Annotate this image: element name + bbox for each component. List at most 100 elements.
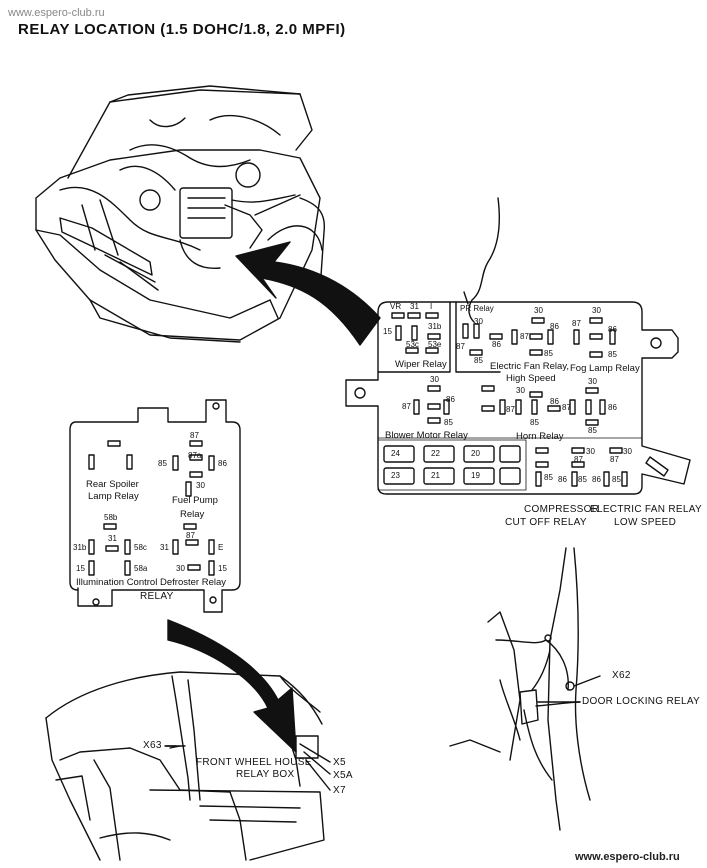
pin-label: I: [430, 302, 433, 311]
blower-motor-relay-label: Blower Motor Relay: [385, 430, 468, 441]
pin-label: 30: [430, 375, 439, 384]
arrow-to-wheelhouse: [167, 619, 297, 753]
pin-label: 31: [108, 534, 117, 543]
door-illustration: [449, 547, 601, 831]
pin-label: 86: [492, 340, 501, 349]
pin-label: 30: [534, 306, 543, 315]
horn-relay-label: Horn Relay: [516, 431, 564, 442]
door-locking-relay-label: DOOR LOCKING RELAY: [582, 696, 701, 707]
fuse-label: 19: [471, 471, 480, 480]
pin-label: 87: [562, 403, 571, 412]
pin-label: 87: [506, 405, 515, 414]
rear-spoiler-label-2: Lamp Relay: [88, 491, 139, 502]
fuse-label: 20: [471, 449, 480, 458]
pin-label: 30: [474, 317, 483, 326]
pin-label: 85: [544, 349, 553, 358]
pin-label: 85: [608, 350, 617, 359]
defroster-relay-label: Defroster Relay: [160, 577, 226, 588]
pin-label: 85: [158, 459, 167, 468]
pin-label: 15: [383, 327, 392, 336]
pin-label: 86: [446, 395, 455, 404]
wiper-relay-label: Wiper Relay: [395, 359, 447, 370]
pin-label: 30: [592, 306, 601, 315]
pin-label: 87: [574, 455, 583, 464]
pin-label: 87: [190, 431, 199, 440]
interior-relay-box: [69, 399, 241, 613]
pin-label: 85: [530, 418, 539, 427]
pin-label: 85: [474, 356, 483, 365]
fuel-pump-label-1: Fuel Pump: [172, 495, 218, 506]
x62-label: X62: [612, 670, 631, 681]
pin-label: 86: [218, 459, 227, 468]
pr-relay-label: PR Relay: [460, 304, 494, 313]
pin-label: E: [218, 543, 224, 552]
fog-lamp-relay-label: Fog Lamp Relay: [570, 363, 640, 374]
x5a-label: X5A: [333, 770, 353, 781]
pin-label: 53e: [428, 340, 442, 349]
pin-label: 87: [402, 402, 411, 411]
pin-label: 87: [456, 342, 465, 351]
fuel-pump-label-2: Relay: [180, 509, 205, 520]
pin-label: 87: [186, 531, 195, 540]
pin-label: 53c: [406, 340, 419, 349]
pin-label: 86: [558, 475, 567, 484]
pin-label: 85: [444, 418, 453, 427]
engine-bay-illustration: [35, 85, 326, 343]
front-wheel-house-label: FRONT WHEEL HOUSE: [196, 757, 312, 768]
fuse-label: 24: [391, 449, 400, 458]
pin-label: 87a: [188, 451, 202, 460]
pin-label: 30: [586, 447, 595, 456]
watermark-bottom: www.espero-club.ru: [575, 851, 680, 863]
pin-label: 86: [608, 325, 617, 334]
pin-label: 87: [520, 332, 529, 341]
illumination-control-label: Illumination Control: [76, 577, 158, 588]
pin-label: 86: [550, 397, 559, 406]
pin-label: 85: [588, 426, 597, 435]
pin-label: VR: [390, 302, 402, 311]
pin-label: 15: [76, 564, 85, 573]
pin-label: 85: [578, 475, 587, 484]
ef-high-label-2: High Speed: [506, 373, 556, 384]
pin-label: 58c: [134, 543, 147, 552]
pin-label: 58a: [134, 564, 148, 573]
relay-caption: RELAY: [140, 591, 174, 602]
watermark-top: www.espero-club.ru: [8, 7, 105, 19]
pin-label: 85: [612, 475, 621, 484]
pin-label: 85: [544, 473, 553, 482]
pin-label: 30: [516, 386, 525, 395]
fuse-label: 23: [391, 471, 400, 480]
page-title: RELAY LOCATION (1.5 DOHC/1.8, 2.0 MPFI): [18, 21, 346, 38]
pin-label: 30: [623, 447, 632, 456]
ef-high-label-1: Electric Fan Relay,: [490, 361, 570, 372]
pin-label: 87: [610, 455, 619, 464]
pin-label: 87: [572, 319, 581, 328]
pin-label: 86: [592, 475, 601, 484]
pin-label: 86: [608, 403, 617, 412]
pin-label: 31b: [428, 322, 442, 331]
arrow-to-engine: [235, 241, 381, 346]
pin-label: 58b: [104, 513, 118, 522]
x63-label: X63: [143, 740, 162, 751]
pin-label: 86: [550, 322, 559, 331]
pin-label: 30: [196, 481, 205, 490]
compressor-label-1: COMPRESSOR: [524, 504, 600, 515]
ef-low-label-2: LOW SPEED: [614, 517, 677, 528]
x7-label: X7: [333, 785, 346, 796]
rear-spoiler-label-1: Rear Spoiler: [86, 479, 139, 490]
relay-box-label: RELAY BOX: [236, 769, 295, 780]
ef-low-label-1: ELECTRIC FAN RELAY: [590, 504, 702, 515]
x5-label: X5: [333, 757, 346, 768]
pin-label: 31b: [73, 543, 87, 552]
engine-relay-box: [345, 197, 691, 495]
compressor-label-2: CUT OFF RELAY: [505, 517, 587, 528]
pin-label: 30: [588, 377, 597, 386]
pin-label: 31: [410, 302, 419, 311]
pin-label: 15: [218, 564, 227, 573]
car-interior-illustration: [45, 671, 331, 861]
fuse-label: 21: [431, 471, 440, 480]
fuse-label: 22: [431, 449, 440, 458]
pin-label: 30: [176, 564, 185, 573]
pin-label: 31: [160, 543, 169, 552]
